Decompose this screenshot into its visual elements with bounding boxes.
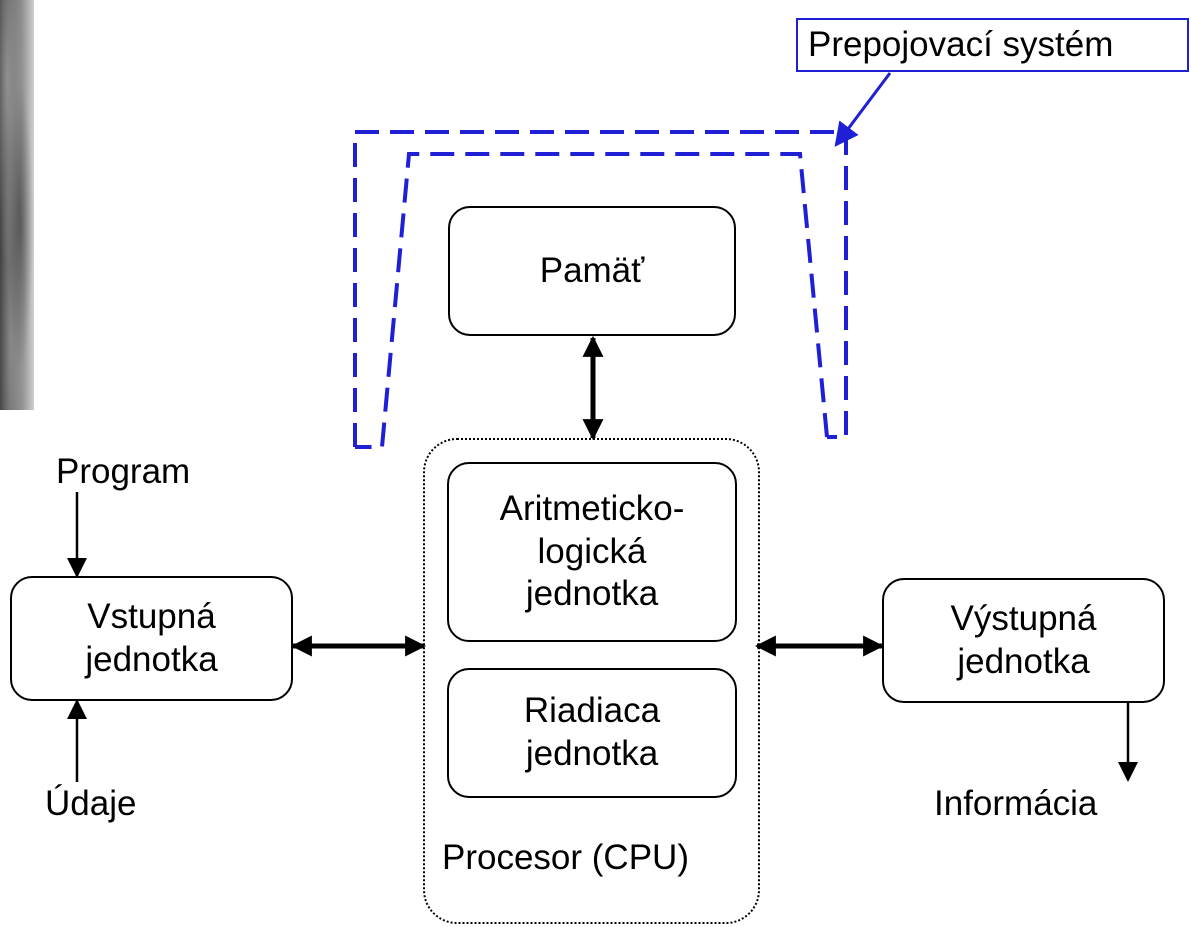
bus-inner-outline	[355, 152, 829, 449]
interconnection-system-label: Prepojovací systém	[796, 18, 1189, 72]
bus-pointer-arrow	[834, 72, 892, 147]
output-unit-label-line-1: Výstupná	[950, 598, 1097, 638]
photo-fragment	[0, 0, 34, 410]
control-unit-label-line-1: Riadiaca	[523, 691, 661, 731]
information-label: Informácia	[934, 784, 1098, 823]
cpu-label: Procesor (CPU)	[442, 838, 689, 877]
input-unit-label-line-1: Vstupná	[87, 596, 216, 636]
output-unit-box: Výstupná jednotka	[882, 578, 1165, 703]
memory-box: Pamäť	[448, 206, 736, 336]
control-unit-box: Riadiaca jednotka	[447, 668, 737, 798]
output-unit-label-line-2: jednotka	[957, 641, 1090, 681]
input-unit-label-line-2: jednotka	[85, 639, 218, 679]
alu-label-line-1: Aritmeticko-	[499, 488, 685, 528]
alu-label-line-3: jednotka	[525, 574, 659, 614]
cpu-container	[423, 438, 760, 924]
input-unit-box: Vstupná jednotka	[10, 576, 293, 701]
program-label: Program	[56, 452, 191, 491]
alu-box: Aritmeticko- logická jednotka	[447, 462, 737, 642]
data-label: Údaje	[45, 784, 137, 823]
alu-label-line-2: logická	[537, 531, 647, 571]
memory-label: Pamäť	[539, 250, 645, 290]
control-unit-label-line-2: jednotka	[525, 734, 659, 773]
